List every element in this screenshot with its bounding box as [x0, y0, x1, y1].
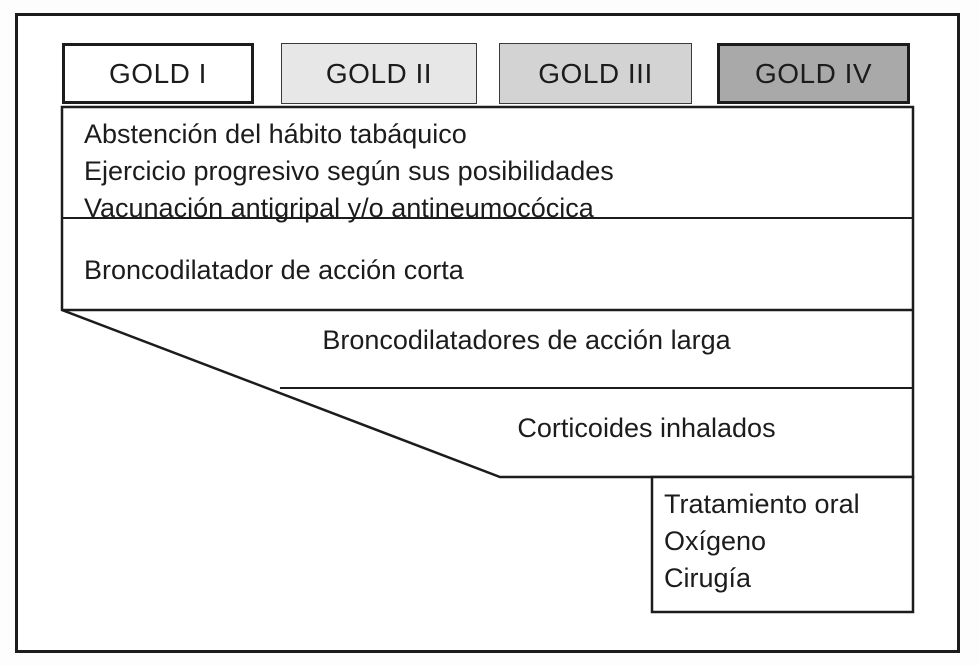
general-measures-line-2: Ejercicio progresivo según sus posibilid…	[84, 156, 614, 186]
stage-label-gold-2: GOLD II	[325, 57, 433, 89]
row-general-measures: Abstención del hábito tabáquico Ejercici…	[84, 116, 614, 227]
general-measures-line-3: Vacunación antigripal y/o antineumocócic…	[84, 193, 594, 223]
stage-box-gold-1: GOLD I	[62, 43, 254, 104]
severe-treatment-line-2: Oxígeno	[664, 526, 767, 556]
short-acting-label: Broncodilatador de acción corta	[84, 255, 464, 285]
general-measures-line-1: Abstención del hábito tabáquico	[84, 119, 467, 149]
row-long-acting-bronchodilators: Broncodilatadores de acción larga	[140, 322, 913, 359]
stage-label-gold-4: GOLD IV	[754, 57, 873, 89]
stage-label-gold-3: GOLD III	[538, 57, 653, 89]
stage-box-gold-4: GOLD IV	[717, 43, 910, 104]
inhaled-corticosteroids-label: Corticoides inhalados	[517, 413, 776, 443]
stage-box-gold-3: GOLD III	[499, 43, 692, 104]
row-short-acting-bronchodilator: Broncodilatador de acción corta	[84, 252, 464, 289]
severe-treatment-line-3: Cirugía	[664, 563, 752, 593]
row-inhaled-corticosteroids: Corticoides inhalados	[380, 410, 913, 447]
stage-box-gold-2: GOLD II	[281, 43, 477, 104]
severe-treatment-line-1: Tratamiento oral	[664, 489, 860, 519]
long-acting-label: Broncodilatadores de acción larga	[322, 325, 731, 355]
severe-treatments-box	[650, 475, 915, 614]
stage-label-gold-1: GOLD I	[109, 57, 207, 89]
row-severe-stage-treatments: Tratamiento oral Oxígeno Cirugía	[664, 486, 860, 597]
